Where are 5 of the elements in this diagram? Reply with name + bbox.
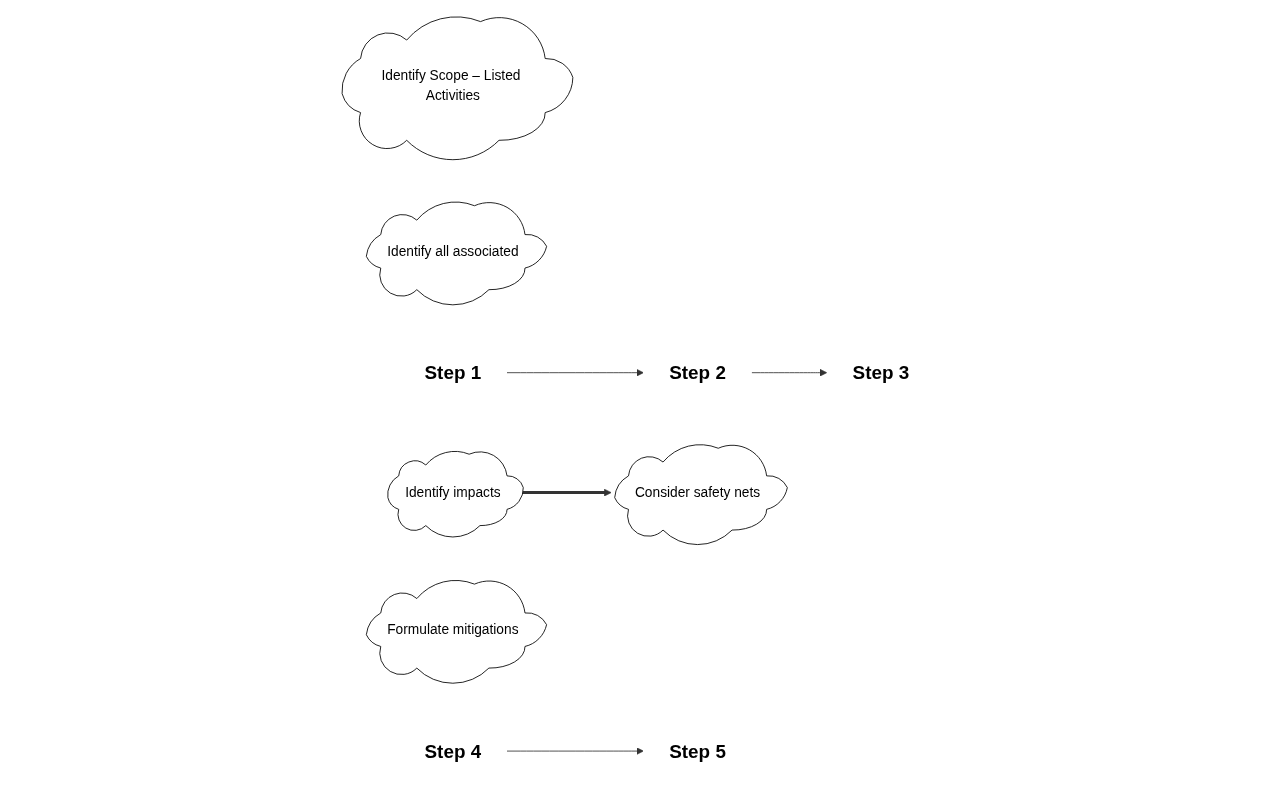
node-text: Step 5 <box>669 740 726 762</box>
node-text: Step 4 <box>424 740 482 762</box>
node-text: Step 2 <box>669 361 726 384</box>
node-text: Step 1 <box>424 361 482 384</box>
node-text: Step 3 <box>852 361 910 384</box>
